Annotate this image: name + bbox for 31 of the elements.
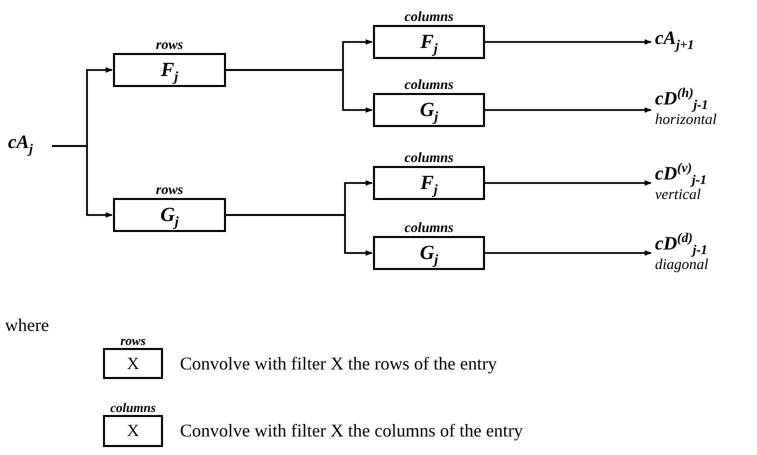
arrow xyxy=(52,145,113,218)
output-caption: horizontal xyxy=(655,113,718,128)
input-signal-label: cA$_{j}$ xyxy=(8,132,34,157)
legend-description: Convolve with filter X the rows of the entry xyxy=(180,353,497,374)
arrow xyxy=(485,250,652,256)
output-coefficient-label: cA$_{j+1}$ xyxy=(655,28,696,53)
filter-direction-label: rows xyxy=(154,38,184,53)
filter-box: F$_{j}$ xyxy=(373,25,485,59)
filter-direction-label: columns xyxy=(403,78,454,93)
filter-box: X xyxy=(103,348,163,379)
filter-box: G$_{j}$ xyxy=(373,93,485,127)
filter-direction-label: columns xyxy=(403,150,454,166)
note-text: where xyxy=(5,315,49,336)
filter-box: G$_{j}$ xyxy=(373,236,485,270)
filter-direction-label: columns xyxy=(109,400,157,415)
output-caption: diagonal xyxy=(655,258,710,274)
arrow xyxy=(226,69,373,113)
filter-box: F$_{j}$ xyxy=(113,53,226,87)
arrow xyxy=(226,214,373,256)
arrow xyxy=(485,39,652,45)
filter-direction-label: columns xyxy=(403,220,454,236)
arrow xyxy=(485,107,652,113)
arrow xyxy=(485,180,652,186)
filter-direction-label: columns xyxy=(403,10,454,25)
filter-direction-label: rows xyxy=(154,182,184,198)
filter-box: G$_{j}$ xyxy=(113,198,226,232)
filter-box: F$_{j}$ xyxy=(373,166,485,200)
filter-direction-label: rows xyxy=(119,334,147,348)
legend-description: Convolve with filter X the columns of the entry xyxy=(180,420,523,442)
filter-box: X xyxy=(103,415,163,447)
output-caption: vertical xyxy=(655,188,702,204)
